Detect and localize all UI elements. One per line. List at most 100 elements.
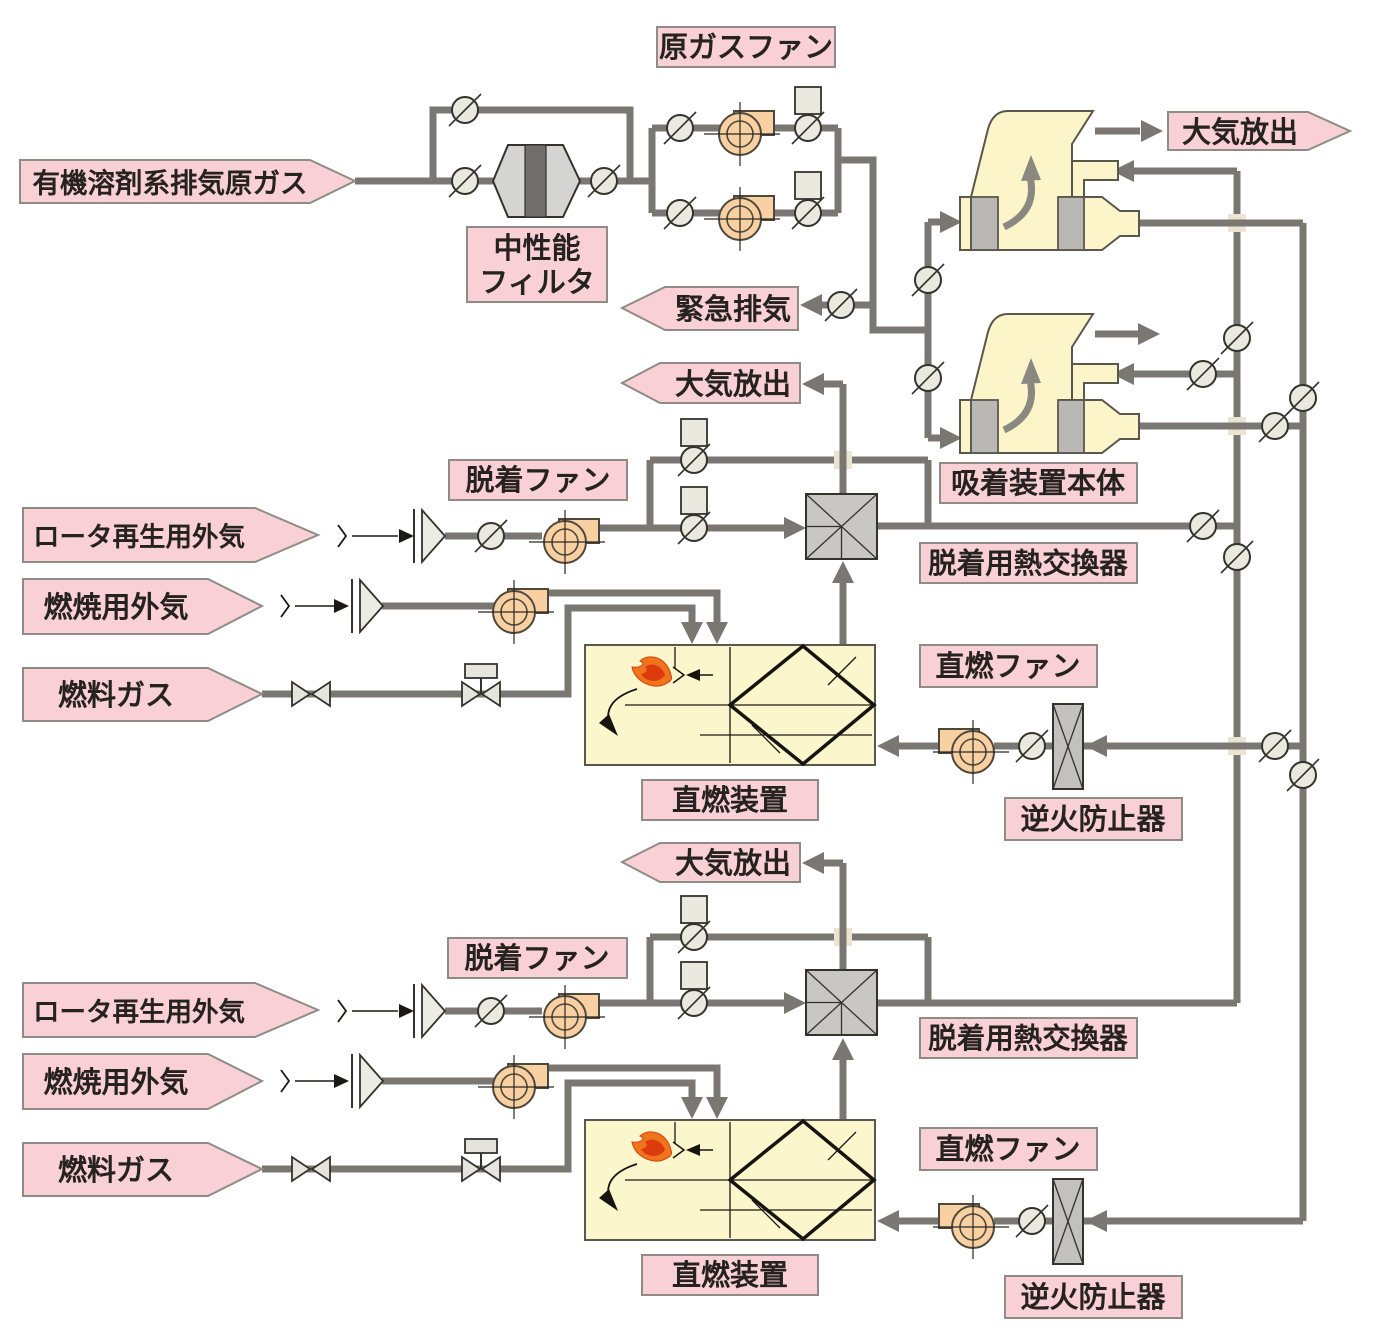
arrow-into-burner2	[877, 1210, 899, 1232]
arrow-fuel-into-burner1	[681, 622, 703, 644]
arrow-into-arrester1	[1085, 735, 1107, 757]
label-desorption-fan-upper: 脱着ファン	[448, 459, 628, 501]
intake-cone-icon	[351, 1053, 384, 1109]
svg-text:大気放出: 大気放出	[675, 847, 791, 880]
label-desorption-hx-lower: 脱着用熱交換器	[919, 1017, 1138, 1059]
arrow-up-into-hx1	[832, 561, 854, 583]
chevron-icon	[280, 594, 290, 618]
label-flashback-arrester-lower: 逆火防止器	[1004, 1275, 1183, 1319]
label-atmospheric-release-top: 大気放出	[1167, 111, 1353, 151]
hx1-inlet-valve-icon	[677, 486, 711, 545]
label-combustion-air-lower: 燃焼用外気	[22, 1053, 265, 1110]
desorption-hx-lower	[805, 969, 878, 1036]
direct-combustion-unit-upper	[583, 643, 877, 767]
intake-cone-icon	[351, 578, 384, 634]
filter-assembly	[491, 144, 582, 218]
svg-text:中性能: 中性能	[493, 232, 580, 265]
arrow-into-hx2	[784, 992, 806, 1014]
arrow-atm-release-mid2	[802, 852, 824, 874]
label-combustion-air-upper: 燃焼用外気	[22, 578, 265, 635]
intake-cone-icon	[413, 508, 446, 564]
thin-lines	[295, 535, 398, 1082]
label-atmospheric-release-mid2: 大気放出	[619, 842, 801, 883]
fan1-inlet-valve-icon	[663, 111, 697, 145]
svg-text:脱着ファン: 脱着ファン	[464, 941, 609, 975]
arrow-adsorber1-outlet	[1141, 120, 1163, 142]
label-medium-filter: 中性能 フィルタ	[466, 226, 608, 303]
desorption-hx-upper	[805, 493, 878, 560]
desorption-fan-lower	[528, 984, 606, 1050]
svg-text:燃焼用外気: 燃焼用外気	[43, 591, 188, 624]
emergency-exhaust-valve-icon	[824, 288, 858, 322]
svg-text:燃料ガス: 燃料ガス	[58, 679, 174, 712]
fuel-shutoff-valve-lower-icon	[291, 1156, 331, 1182]
raw-gas-fan-1	[703, 101, 781, 167]
combustion-air-fan-lower	[477, 1054, 555, 1120]
label-rotor-regen-air-upper: ロータ再生用外気	[22, 507, 321, 563]
chevron-icon	[337, 524, 347, 548]
direct-combustion-unit-lower	[583, 1118, 877, 1242]
fuel-shutoff-valve-upper-icon	[291, 681, 331, 707]
label-adsorber-body: 吸着装置本体	[939, 462, 1138, 504]
pipe-adsorber-lines	[877, 127, 1307, 1225]
arrow-into-arrester2	[1085, 1210, 1107, 1232]
direct-combustion-fan-upper	[932, 719, 1010, 785]
arrow-into-adsorber1	[940, 211, 962, 233]
svg-text:脱着ファン: 脱着ファン	[465, 463, 610, 497]
fan2-inlet-valve-icon	[663, 196, 697, 230]
svg-text:脱着用熱交換器: 脱着用熱交換器	[928, 547, 1128, 580]
intake-cone-icon	[413, 983, 446, 1039]
svg-text:有機溶剤系排気原ガス: 有機溶剤系排気原ガス	[33, 168, 308, 199]
direct-line-valve-upper-icon	[1258, 729, 1292, 763]
svg-text:燃料ガス: 燃料ガス	[58, 1154, 174, 1187]
adsorber2-return-valve-icon	[1186, 357, 1220, 391]
svg-text:大気放出: 大気放出	[675, 368, 791, 401]
pipe-crossing-marks	[834, 214, 1250, 948]
desorption-suction-valve-lower-icon	[474, 994, 508, 1028]
arrow-emergency-exhaust	[800, 294, 822, 316]
svg-text:原ガスファン: 原ガスファン	[659, 31, 833, 64]
label-fuel-gas-lower: 燃料ガス	[22, 1142, 265, 1197]
label-direct-unit-upper: 直燃装置	[641, 779, 819, 821]
hx1-bypass-valve-icon	[677, 418, 711, 477]
label-desorption-fan-lower: 脱着ファン	[447, 937, 628, 979]
check-arrow-icon	[334, 1074, 349, 1088]
svg-text:フィルタ: フィルタ	[479, 266, 594, 299]
hx2-bypass-valve-icon	[677, 895, 711, 954]
svg-text:直燃ファン: 直燃ファン	[935, 650, 1080, 683]
svg-text:燃焼用外気: 燃焼用外気	[43, 1066, 188, 1099]
check-arrow-icon	[399, 529, 414, 543]
riser-a-valve-mid-icon	[1220, 540, 1254, 574]
svg-text:大気放出: 大気放出	[1182, 116, 1298, 149]
chevron-icon	[280, 1069, 290, 1093]
arrow-into-adsorber2	[940, 427, 962, 449]
arrow-into-burner1	[877, 735, 899, 757]
fuel-control-valve-upper-icon	[461, 663, 501, 707]
svg-text:逆火防止器: 逆火防止器	[1020, 802, 1166, 836]
label-emergency-exhaust: 緊急排気	[619, 286, 799, 331]
label-desorption-hx-upper: 脱着用熱交換器	[919, 542, 1138, 584]
label-raw-gas-fan: 原ガスファン	[656, 26, 836, 68]
desorption-fan-upper	[528, 509, 606, 575]
label-fuel-gas-upper: 燃料ガス	[22, 667, 265, 722]
chevron-icon	[337, 999, 347, 1023]
arrow-air-into-burner1	[706, 622, 728, 644]
svg-text:吸着装置本体: 吸着装置本体	[951, 466, 1126, 500]
hx2-inlet-valve-icon	[677, 961, 711, 1020]
bypass-valve-icon	[448, 93, 482, 127]
arrow-adsorber2-outlet	[1138, 323, 1160, 345]
label-direct-fan-upper: 直燃ファン	[919, 644, 1098, 688]
fuel-control-valve-lower-icon	[461, 1138, 501, 1182]
svg-text:直燃装置: 直燃装置	[672, 784, 788, 817]
riser-a-valve-upper-icon	[1220, 321, 1254, 355]
arrow-up-into-hx2	[832, 1038, 854, 1060]
svg-text:緊急排気: 緊急排気	[675, 293, 791, 326]
label-source-gas: 有機溶剤系排気原ガス	[19, 159, 358, 204]
hx1-outlet-valve-icon	[1186, 509, 1220, 543]
arrow-into-hx1	[784, 517, 806, 539]
svg-text:直燃装置: 直燃装置	[672, 1259, 788, 1292]
svg-text:脱着用熱交換器: 脱着用熱交換器	[928, 1022, 1128, 1055]
fan1-outlet-valve-icon	[791, 86, 825, 145]
